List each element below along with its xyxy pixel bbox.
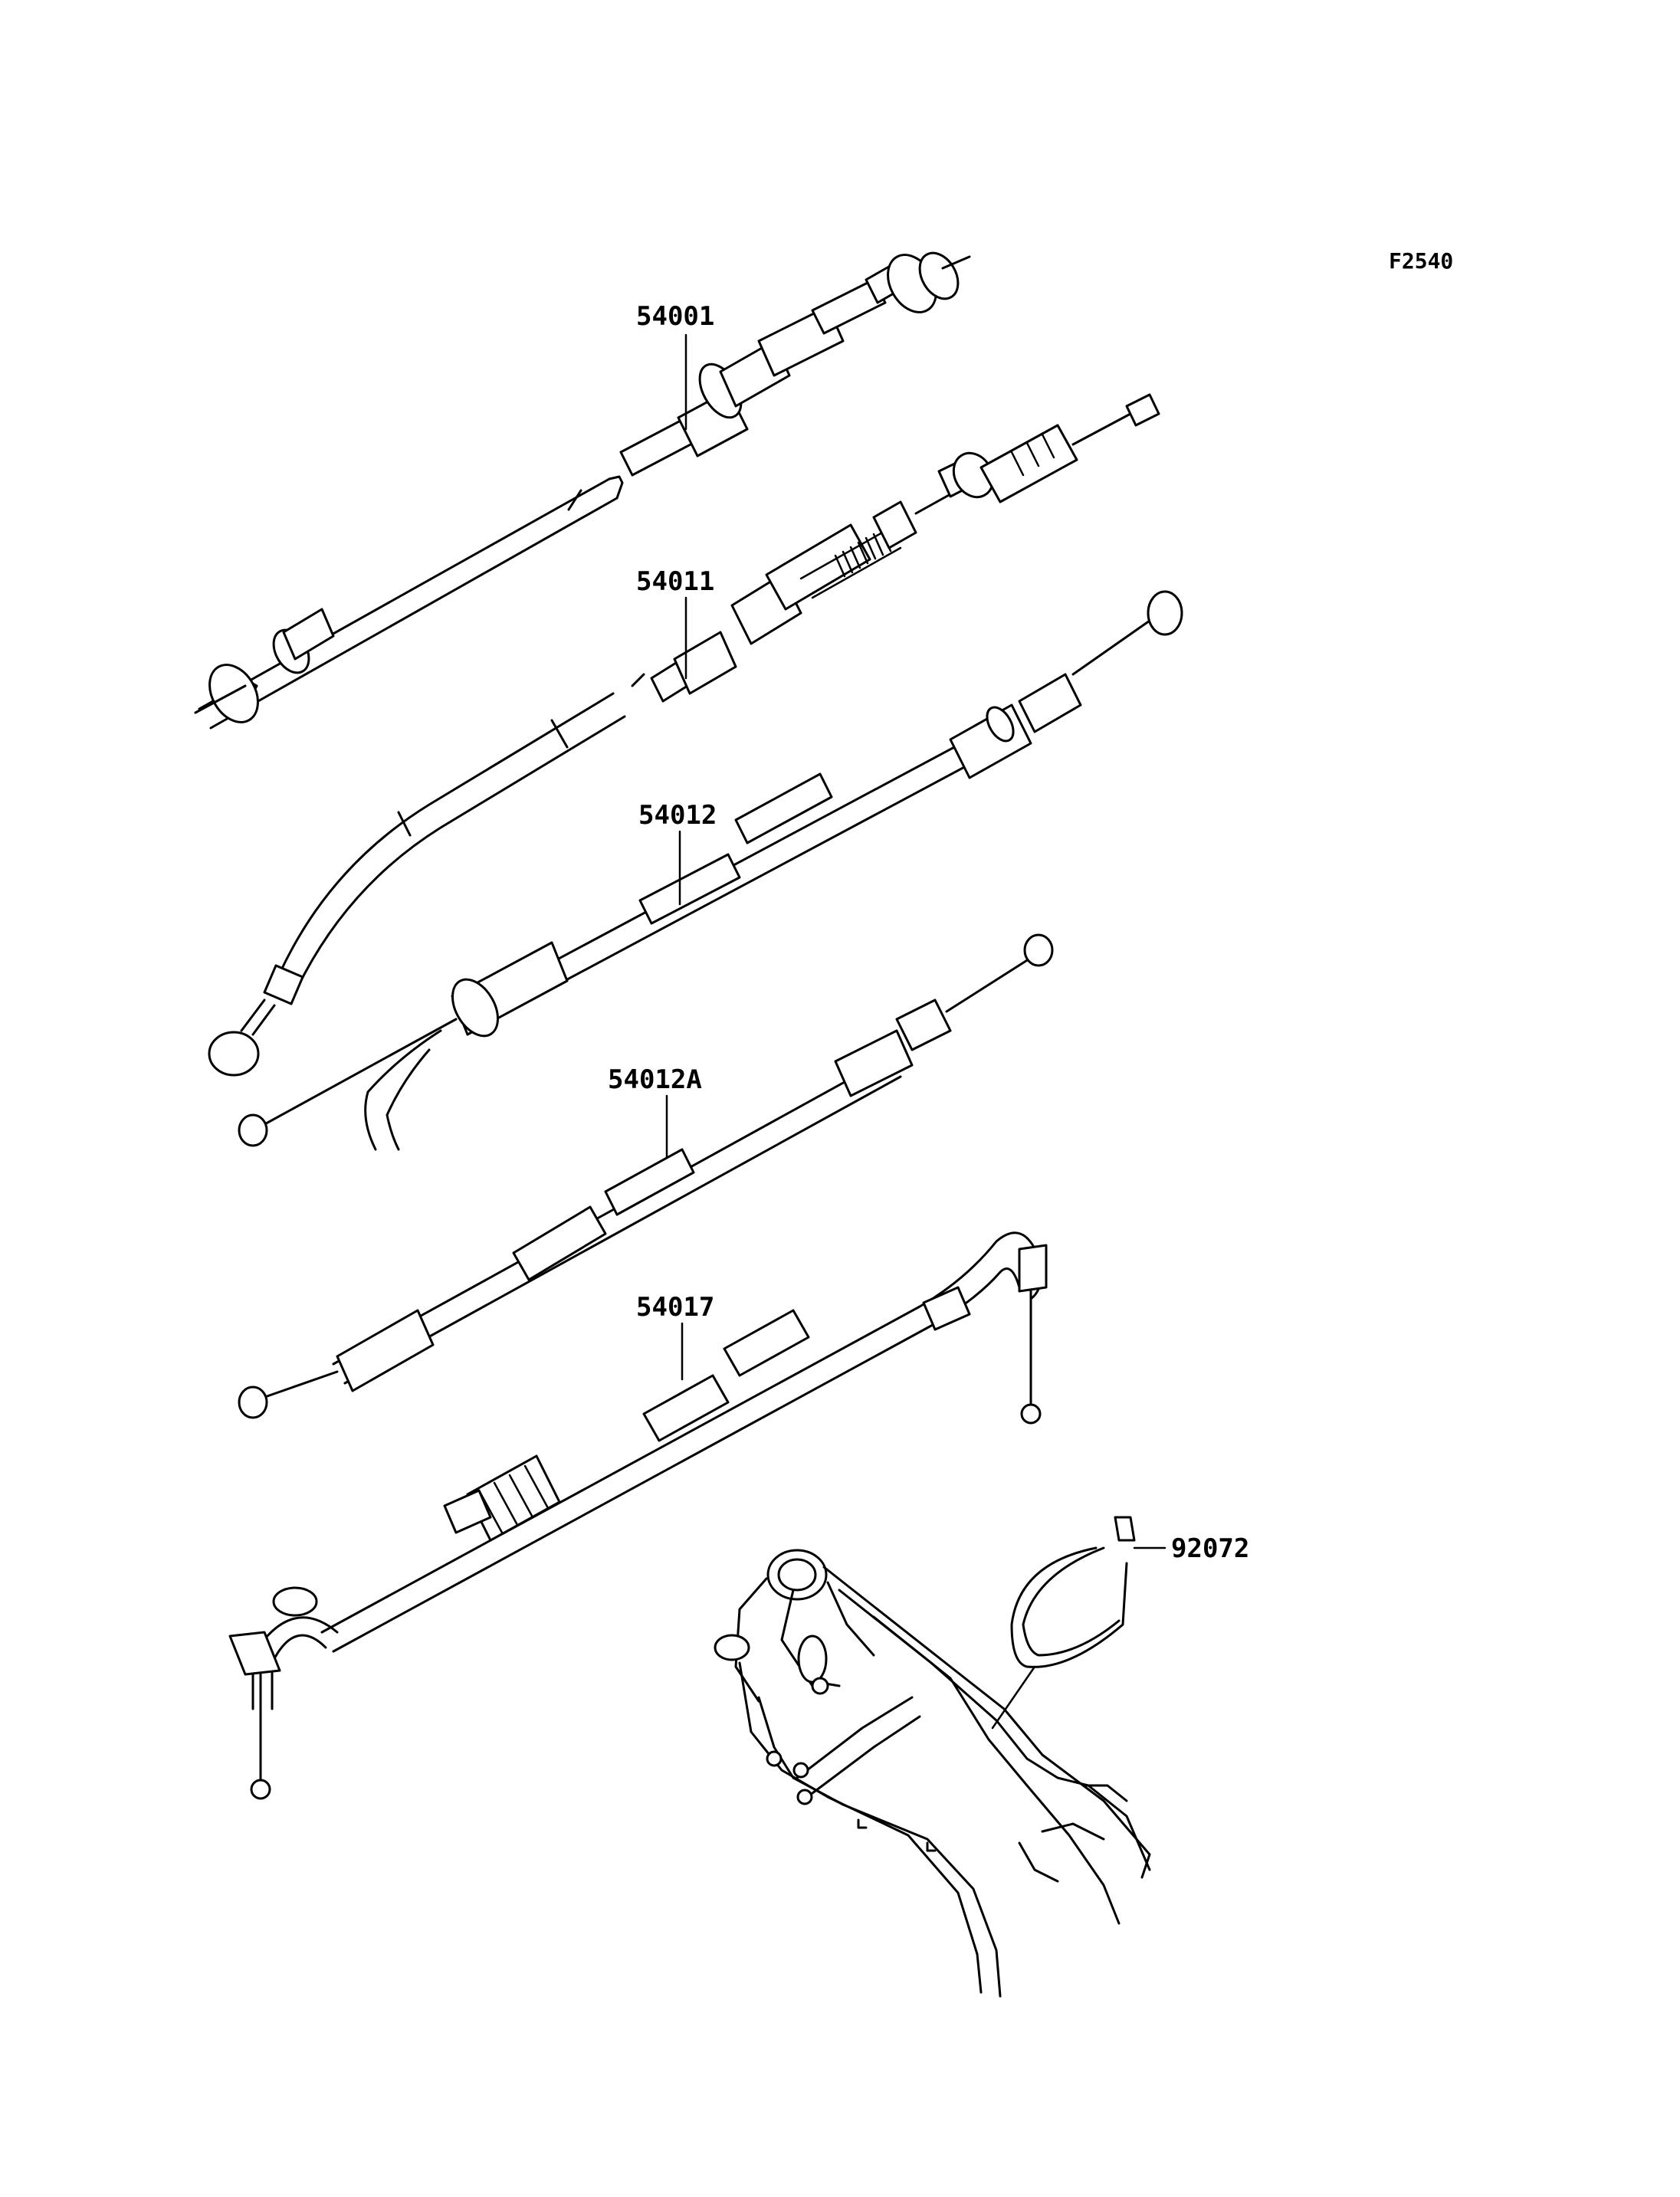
cable-tie [991, 1516, 1166, 1730]
part-number-54012: 54012 [638, 800, 717, 831]
part-number-54011: 54011 [636, 566, 714, 597]
throttle-cable-1 [238, 590, 1183, 1151]
speedometer-cable [194, 251, 971, 730]
part-number-54001: 54001 [636, 301, 714, 332]
part-number-54017: 54017 [636, 1292, 714, 1323]
frame-illustration [714, 1549, 1151, 1998]
clutch-cable [228, 1231, 1048, 1800]
throttle-cable-2 [238, 933, 1054, 1419]
part-number-92072: 92072 [1171, 1533, 1249, 1564]
tachometer-cable [208, 393, 1160, 1077]
figure-code: F2540 [1389, 248, 1453, 274]
part-number-54012A: 54012A [608, 1064, 702, 1095]
